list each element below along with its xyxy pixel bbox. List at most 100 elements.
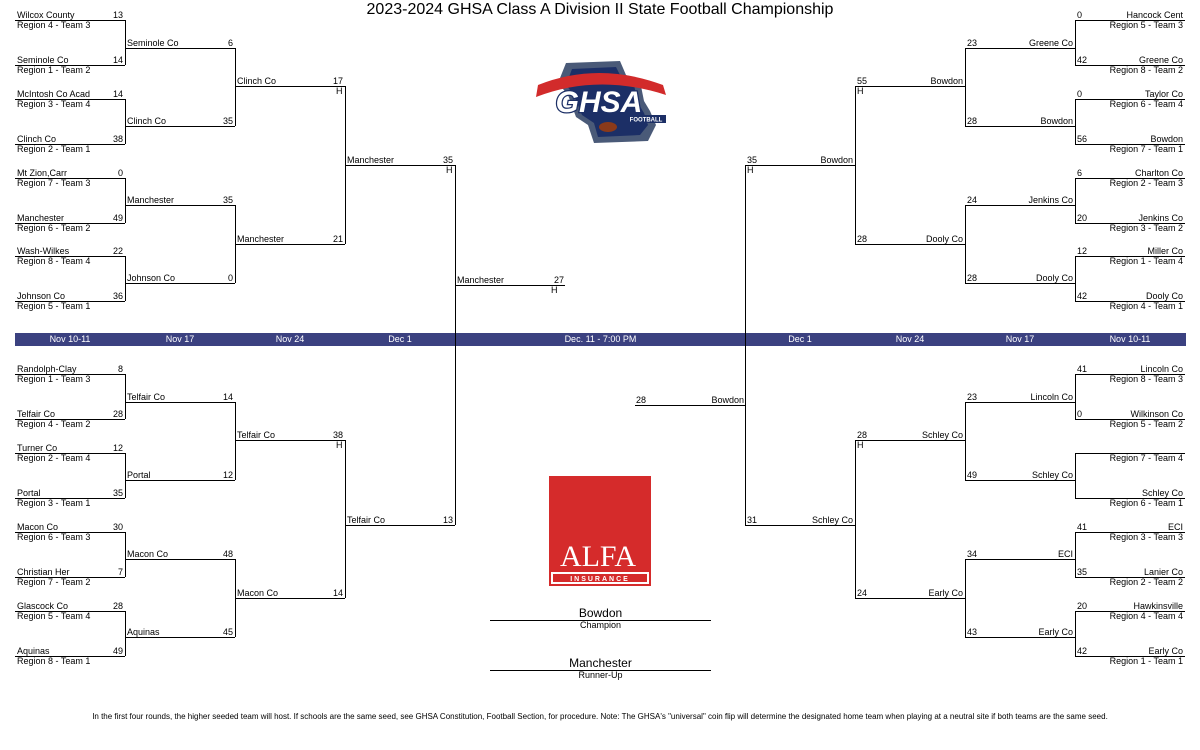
team-score: 49 — [112, 646, 123, 656]
team-score: 49 — [967, 470, 978, 480]
bracket-connector — [345, 440, 346, 598]
bracket-line — [1075, 178, 1185, 179]
team-name: Miller Co — [1147, 246, 1183, 256]
date-right-round4: Dec 1 — [788, 334, 812, 344]
bracket-line — [125, 480, 235, 481]
final-right-score: 28 — [636, 395, 647, 405]
team-name: Macon Co — [17, 522, 59, 532]
team-seed: Region 7 - Team 1 — [1109, 144, 1183, 154]
bracket-line — [965, 48, 1075, 49]
final-left-team: Manchester — [457, 275, 505, 285]
final-right-line — [635, 405, 746, 406]
alfa-logo-subtext: INSURANCE — [570, 576, 630, 583]
bracket-connector — [965, 559, 966, 637]
date-final: Dec. 11 - 7:00 PM — [564, 334, 637, 344]
bracket-connector — [235, 402, 236, 480]
team-name: Portal — [17, 488, 41, 498]
bracket-line — [1075, 453, 1185, 454]
team-score: 14 — [222, 392, 233, 402]
team-seed: Region 1 - Team 1 — [1109, 656, 1183, 666]
alfa-logo: ALFA INSURANCE — [549, 476, 651, 586]
bracket-connector — [855, 86, 856, 244]
bracket-connector — [965, 402, 966, 480]
bracket-line — [235, 244, 345, 245]
bracket-line — [745, 165, 855, 166]
bracket-connector — [855, 440, 856, 598]
bracket-line — [855, 598, 965, 599]
team-name: ECI — [1057, 549, 1073, 559]
date-left-round2: Nov 17 — [165, 334, 195, 344]
host-marker: H — [747, 165, 754, 175]
bracket-connector — [125, 178, 126, 223]
team-score: 12 — [1077, 246, 1088, 256]
bracket-line — [15, 178, 125, 179]
bracket-line — [15, 611, 125, 612]
bracket-line — [1075, 498, 1185, 499]
team-seed: Region 8 - Team 2 — [1109, 65, 1183, 75]
team-name: Manchester — [127, 195, 175, 205]
team-score: 34 — [967, 549, 978, 559]
team-name: Macon Co — [237, 588, 279, 598]
team-seed: Region 4 - Team 4 — [1109, 611, 1183, 621]
team-score: 28 — [967, 116, 978, 126]
team-seed: Region 6 - Team 4 — [1109, 99, 1183, 109]
bracket-line — [235, 440, 345, 441]
bracket-connector — [1075, 20, 1076, 65]
team-score: 36 — [112, 291, 123, 301]
team-score: 24 — [967, 195, 978, 205]
team-score: 42 — [1077, 55, 1088, 65]
team-score: 45 — [222, 627, 233, 637]
bracket-line — [15, 532, 125, 533]
team-name: McIntosh Co Acad — [17, 89, 91, 99]
team-score: 0 — [117, 168, 123, 178]
bracket-line — [1075, 577, 1185, 578]
team-name: Hancock Cent — [1126, 10, 1183, 20]
bracket-line — [15, 301, 125, 302]
bracket-connector — [345, 86, 346, 244]
team-name: Schley Co — [1031, 470, 1073, 480]
alfa-logo-text: ALFA — [560, 540, 636, 573]
team-name: Clinch Co — [127, 116, 167, 126]
team-seed: Region 5 - Team 4 — [17, 611, 91, 621]
team-score: 12 — [222, 470, 233, 480]
team-score: 20 — [1077, 213, 1088, 223]
team-name: Hawkinsville — [1133, 601, 1183, 611]
runner-up-line — [490, 670, 711, 671]
team-seed: Region 1 - Team 2 — [17, 65, 91, 75]
host-marker: H — [336, 86, 343, 96]
bracket-line — [15, 20, 125, 21]
bracket-line — [1075, 223, 1185, 224]
team-name: Charlton Co — [1134, 168, 1183, 178]
team-score: 56 — [1077, 134, 1088, 144]
team-score: 48 — [222, 549, 233, 559]
team-name: Taylor Co — [1144, 89, 1183, 99]
team-name: Portal — [127, 470, 151, 480]
team-name: Lincoln Co — [1140, 364, 1183, 374]
team-name: Lanier Co — [1143, 567, 1183, 577]
bracket-line — [345, 165, 455, 166]
bracket-connector — [965, 48, 966, 126]
bracket-line — [15, 453, 125, 454]
champion-line — [490, 620, 711, 621]
team-score: 23 — [967, 392, 978, 402]
team-name: Early Co — [1038, 627, 1073, 637]
team-score: 38 — [332, 430, 343, 440]
round-dates-band — [15, 333, 1186, 346]
bracket-connector — [1075, 99, 1076, 144]
team-name: Mt Zion,Carr — [17, 168, 68, 178]
team-seed: Region 1 - Team 4 — [1109, 256, 1183, 266]
date-right-round3: Nov 24 — [895, 334, 925, 344]
bracket-connector — [125, 374, 126, 419]
bracket-line — [1075, 532, 1185, 533]
team-name: Seminole Co — [127, 38, 179, 48]
team-seed: Region 6 - Team 3 — [17, 532, 91, 542]
team-score: 14 — [112, 89, 123, 99]
ghsa-logo-subtext: FOOTBALL — [630, 118, 663, 124]
bracket-line — [15, 99, 125, 100]
team-score: 28 — [112, 409, 123, 419]
team-name: Dooly Co — [1035, 273, 1073, 283]
team-name: Randolph-Clay — [17, 364, 77, 374]
team-name: Telfair Co — [347, 515, 386, 525]
team-seed: Region 8 - Team 4 — [17, 256, 91, 266]
team-score: 41 — [1077, 364, 1088, 374]
